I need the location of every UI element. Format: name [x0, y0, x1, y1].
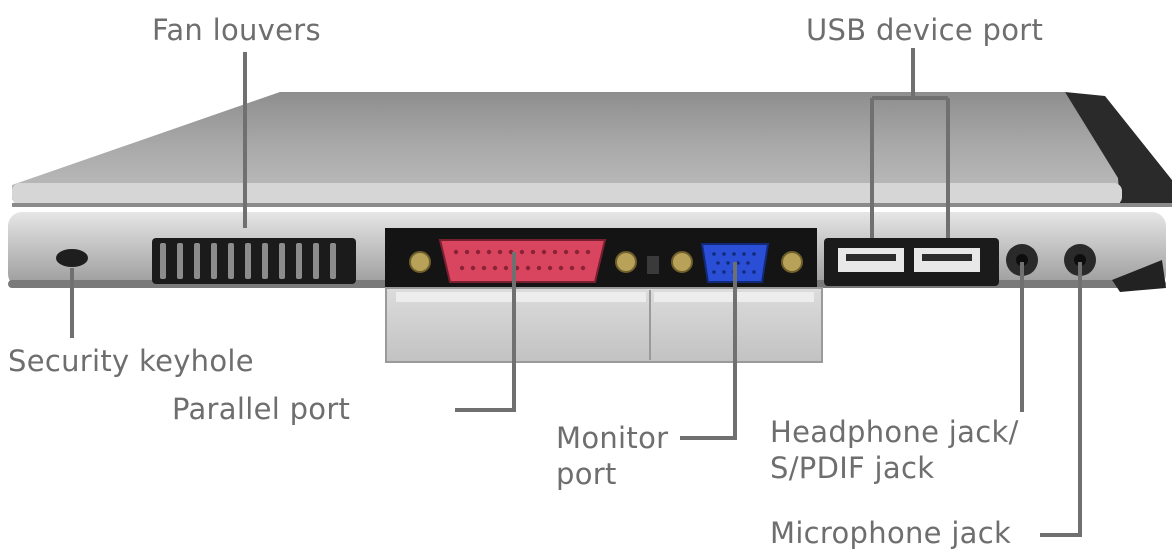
fan-louvers-grille — [152, 238, 356, 284]
label-usb-device-port: USB device port — [806, 12, 1043, 48]
label-security-keyhole-text: Security keyhole — [8, 344, 254, 378]
label-security-keyhole: Security keyhole — [8, 343, 254, 379]
label-headphone-jack: Headphone jack/ S/PDIF jack — [770, 414, 1019, 486]
label-monitor-port-line2: port — [556, 457, 617, 491]
lid-hinge-edge — [1065, 92, 1172, 205]
label-headphone-line1: Headphone jack/ — [770, 415, 1019, 449]
label-microphone-jack-text: Microphone jack — [770, 516, 1012, 550]
parallel-port-connector — [438, 239, 607, 283]
gold-screws — [409, 251, 803, 273]
label-monitor-port: Monitor port — [556, 420, 668, 492]
laptop-lid — [12, 92, 1125, 200]
label-fan-louvers: Fan louvers — [152, 12, 321, 48]
leader-lines — [70, 48, 1082, 537]
label-headphone-line2: S/PDIF jack — [770, 451, 935, 485]
audio-jacks — [1006, 244, 1096, 276]
expansion-cover — [385, 287, 823, 363]
lid-front-edge — [12, 183, 1122, 205]
label-parallel-port: Parallel port — [172, 391, 350, 427]
label-usb-device-port-text: USB device port — [806, 13, 1044, 47]
label-fan-louvers-text: Fan louvers — [152, 13, 321, 47]
label-monitor-port-line1: Monitor — [556, 421, 669, 455]
label-parallel-port-text: Parallel port — [172, 392, 351, 426]
security-keyhole-slot — [56, 249, 88, 267]
usb-ports — [824, 238, 999, 286]
label-microphone-jack: Microphone jack — [770, 515, 1011, 551]
